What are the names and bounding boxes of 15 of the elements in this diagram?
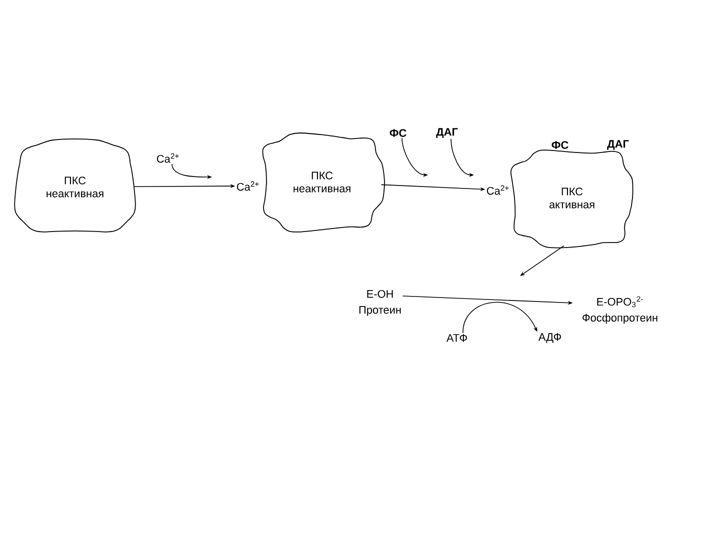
label-text: Ca$^{2+}$ bbox=[236, 181, 259, 191]
label-text: АДФ bbox=[538, 333, 561, 343]
arrow bbox=[520, 245, 564, 276]
label-text: ДАГ bbox=[436, 128, 458, 138]
label-text: АТФ bbox=[446, 334, 467, 342]
label-text: Ca$^{2+}$ bbox=[156, 153, 179, 163]
protein-blob: ПКС неактивная bbox=[262, 132, 385, 232]
label-text: Ca$^{2+}$ bbox=[486, 185, 509, 195]
protein-blob: ПКС активная bbox=[510, 150, 634, 248]
protein-blob: ПКС неактивная bbox=[14, 138, 136, 232]
label-text: E-OH Протеин bbox=[359, 290, 401, 316]
label-text: ФС bbox=[390, 129, 406, 137]
label-text: ДАГ bbox=[607, 140, 629, 150]
arrow bbox=[462, 302, 538, 334]
label-text: ФС bbox=[552, 141, 568, 149]
